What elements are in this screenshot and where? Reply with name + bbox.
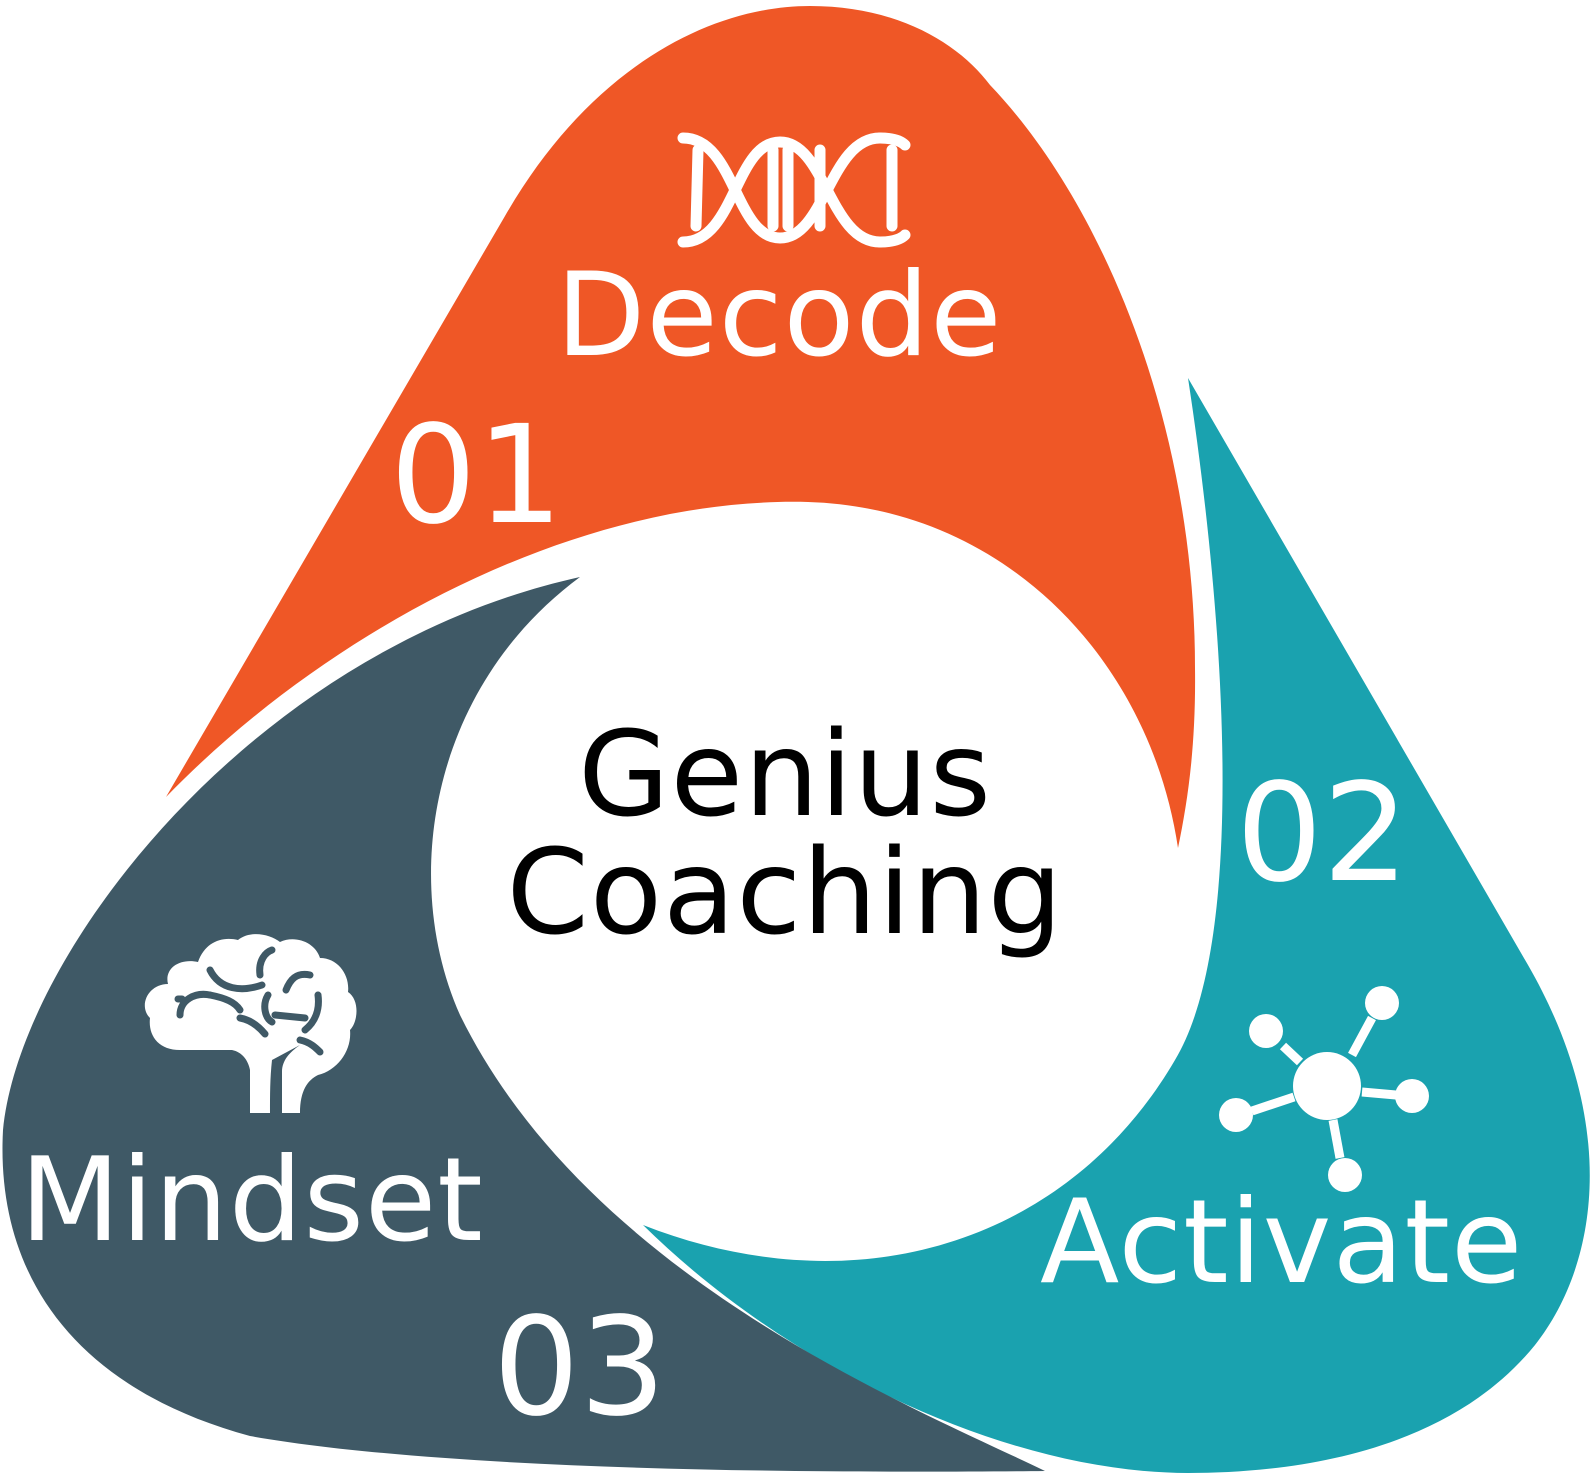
step-number-activate: 02 xyxy=(1236,755,1410,913)
molecule-network-icon xyxy=(1219,986,1429,1192)
decode-segment xyxy=(166,6,1196,848)
dna-icon xyxy=(677,132,911,248)
step-number-decode: 01 xyxy=(390,397,564,555)
step-title-activate: Activate xyxy=(1040,1175,1524,1310)
center-title-line-2: Coaching xyxy=(506,823,1064,961)
step-number-mindset: 03 xyxy=(493,1289,667,1447)
brain-head-icon xyxy=(144,934,357,1113)
step-title-decode: Decode xyxy=(556,248,1003,383)
activate-segment xyxy=(643,378,1590,1473)
step-title-mindset: Mindset xyxy=(20,1133,484,1268)
center-title: Genius Coaching xyxy=(420,715,1150,951)
center-title-line-1: Genius xyxy=(578,705,992,843)
mindset-segment xyxy=(2,577,1045,1472)
